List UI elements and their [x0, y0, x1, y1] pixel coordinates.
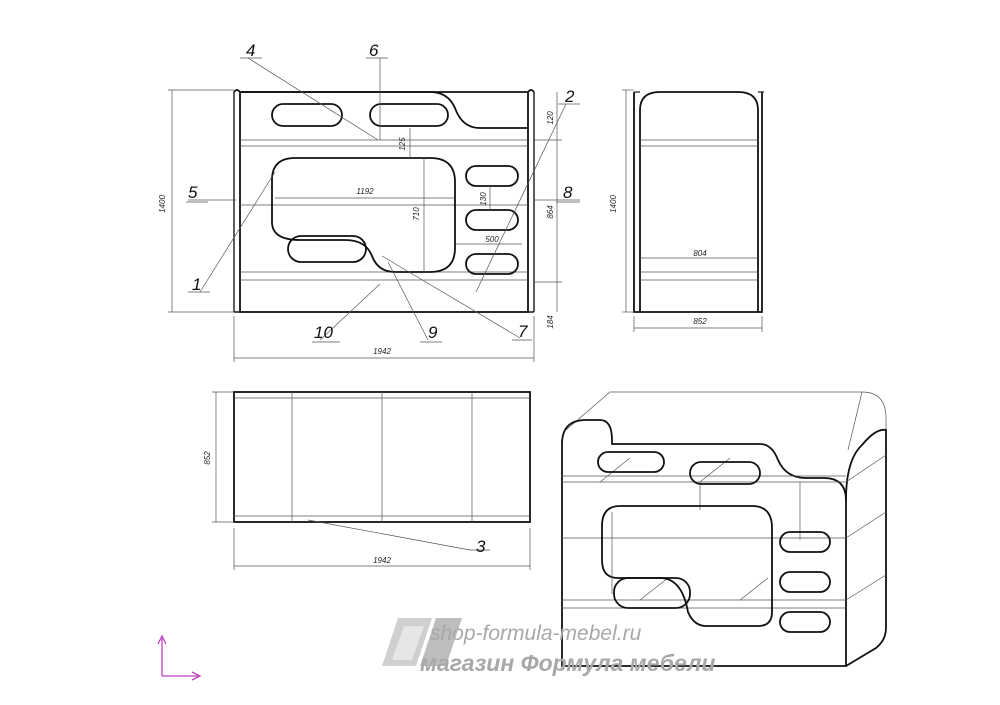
- dim-inner-width: 1192: [356, 187, 374, 196]
- side-dim-height: 1400: [609, 195, 618, 213]
- callout-10: 10: [314, 323, 333, 342]
- top-view: 852 1942 3: [203, 391, 531, 570]
- iso-top-slot-right: [689, 461, 761, 485]
- watermark: shop-formula-mebel.ru магазин Формула ме…: [382, 618, 715, 676]
- right-slot-1: [465, 165, 519, 187]
- iso-right-slot-3: [779, 611, 831, 633]
- right-slot-3: [465, 253, 519, 275]
- front-view: 1400 1192 710 125 120 864 184 130 500 19…: [158, 57, 580, 362]
- watermark-url: shop-formula-mebel.ru: [430, 622, 642, 645]
- main-opening: [271, 157, 456, 273]
- dim-shelf-height: 125: [398, 137, 407, 151]
- iso-right-slot-2: [779, 571, 831, 593]
- side-dim-depth: 852: [693, 317, 707, 326]
- side-outline: [633, 91, 763, 313]
- top-slot-left: [271, 103, 343, 127]
- lower-slot: [287, 235, 367, 263]
- dim-bottom-gap: 184: [546, 315, 555, 329]
- iso-right-slot-1: [779, 531, 831, 553]
- callout-9: 9: [428, 323, 438, 342]
- top-slot-middle: [369, 103, 449, 127]
- dim-slot-height: 130: [479, 192, 488, 206]
- iso-front-panel: [561, 419, 847, 667]
- iso-main-opening: [601, 505, 773, 627]
- callout-6: 6: [369, 41, 379, 60]
- dim-top-gap: 120: [546, 111, 555, 125]
- top-dim-depth: 852: [203, 451, 212, 465]
- callout-1: 1: [192, 275, 201, 294]
- formula-logo-icon: [382, 618, 462, 666]
- top-dim-width: 1942: [373, 556, 391, 565]
- callout-3: 3: [476, 537, 486, 556]
- callout-8: 8: [563, 183, 573, 202]
- callout-2: 2: [564, 87, 575, 106]
- iso-top-slot-left: [597, 451, 665, 473]
- right-slot-2: [465, 209, 519, 231]
- watermark-store: магазин Формула мебели: [420, 650, 715, 676]
- callout-5: 5: [188, 183, 198, 202]
- front-outline: [233, 89, 535, 313]
- side-dim-inner-width: 804: [693, 249, 707, 258]
- iso-lower-slot: [613, 577, 691, 609]
- dim-bed-height: 864: [546, 205, 555, 219]
- dim-height: 1400: [158, 195, 167, 213]
- axis-glyph-icon: [157, 634, 202, 681]
- side-view: 1400 804 852: [609, 89, 764, 332]
- dim-inner-height: 710: [412, 207, 421, 221]
- dim-slot-width: 500: [485, 235, 499, 244]
- callout-7: 7: [518, 322, 528, 341]
- isometric-view: [561, 391, 887, 667]
- dim-overall-width: 1942: [373, 347, 391, 356]
- callout-4b: 4: [246, 41, 255, 60]
